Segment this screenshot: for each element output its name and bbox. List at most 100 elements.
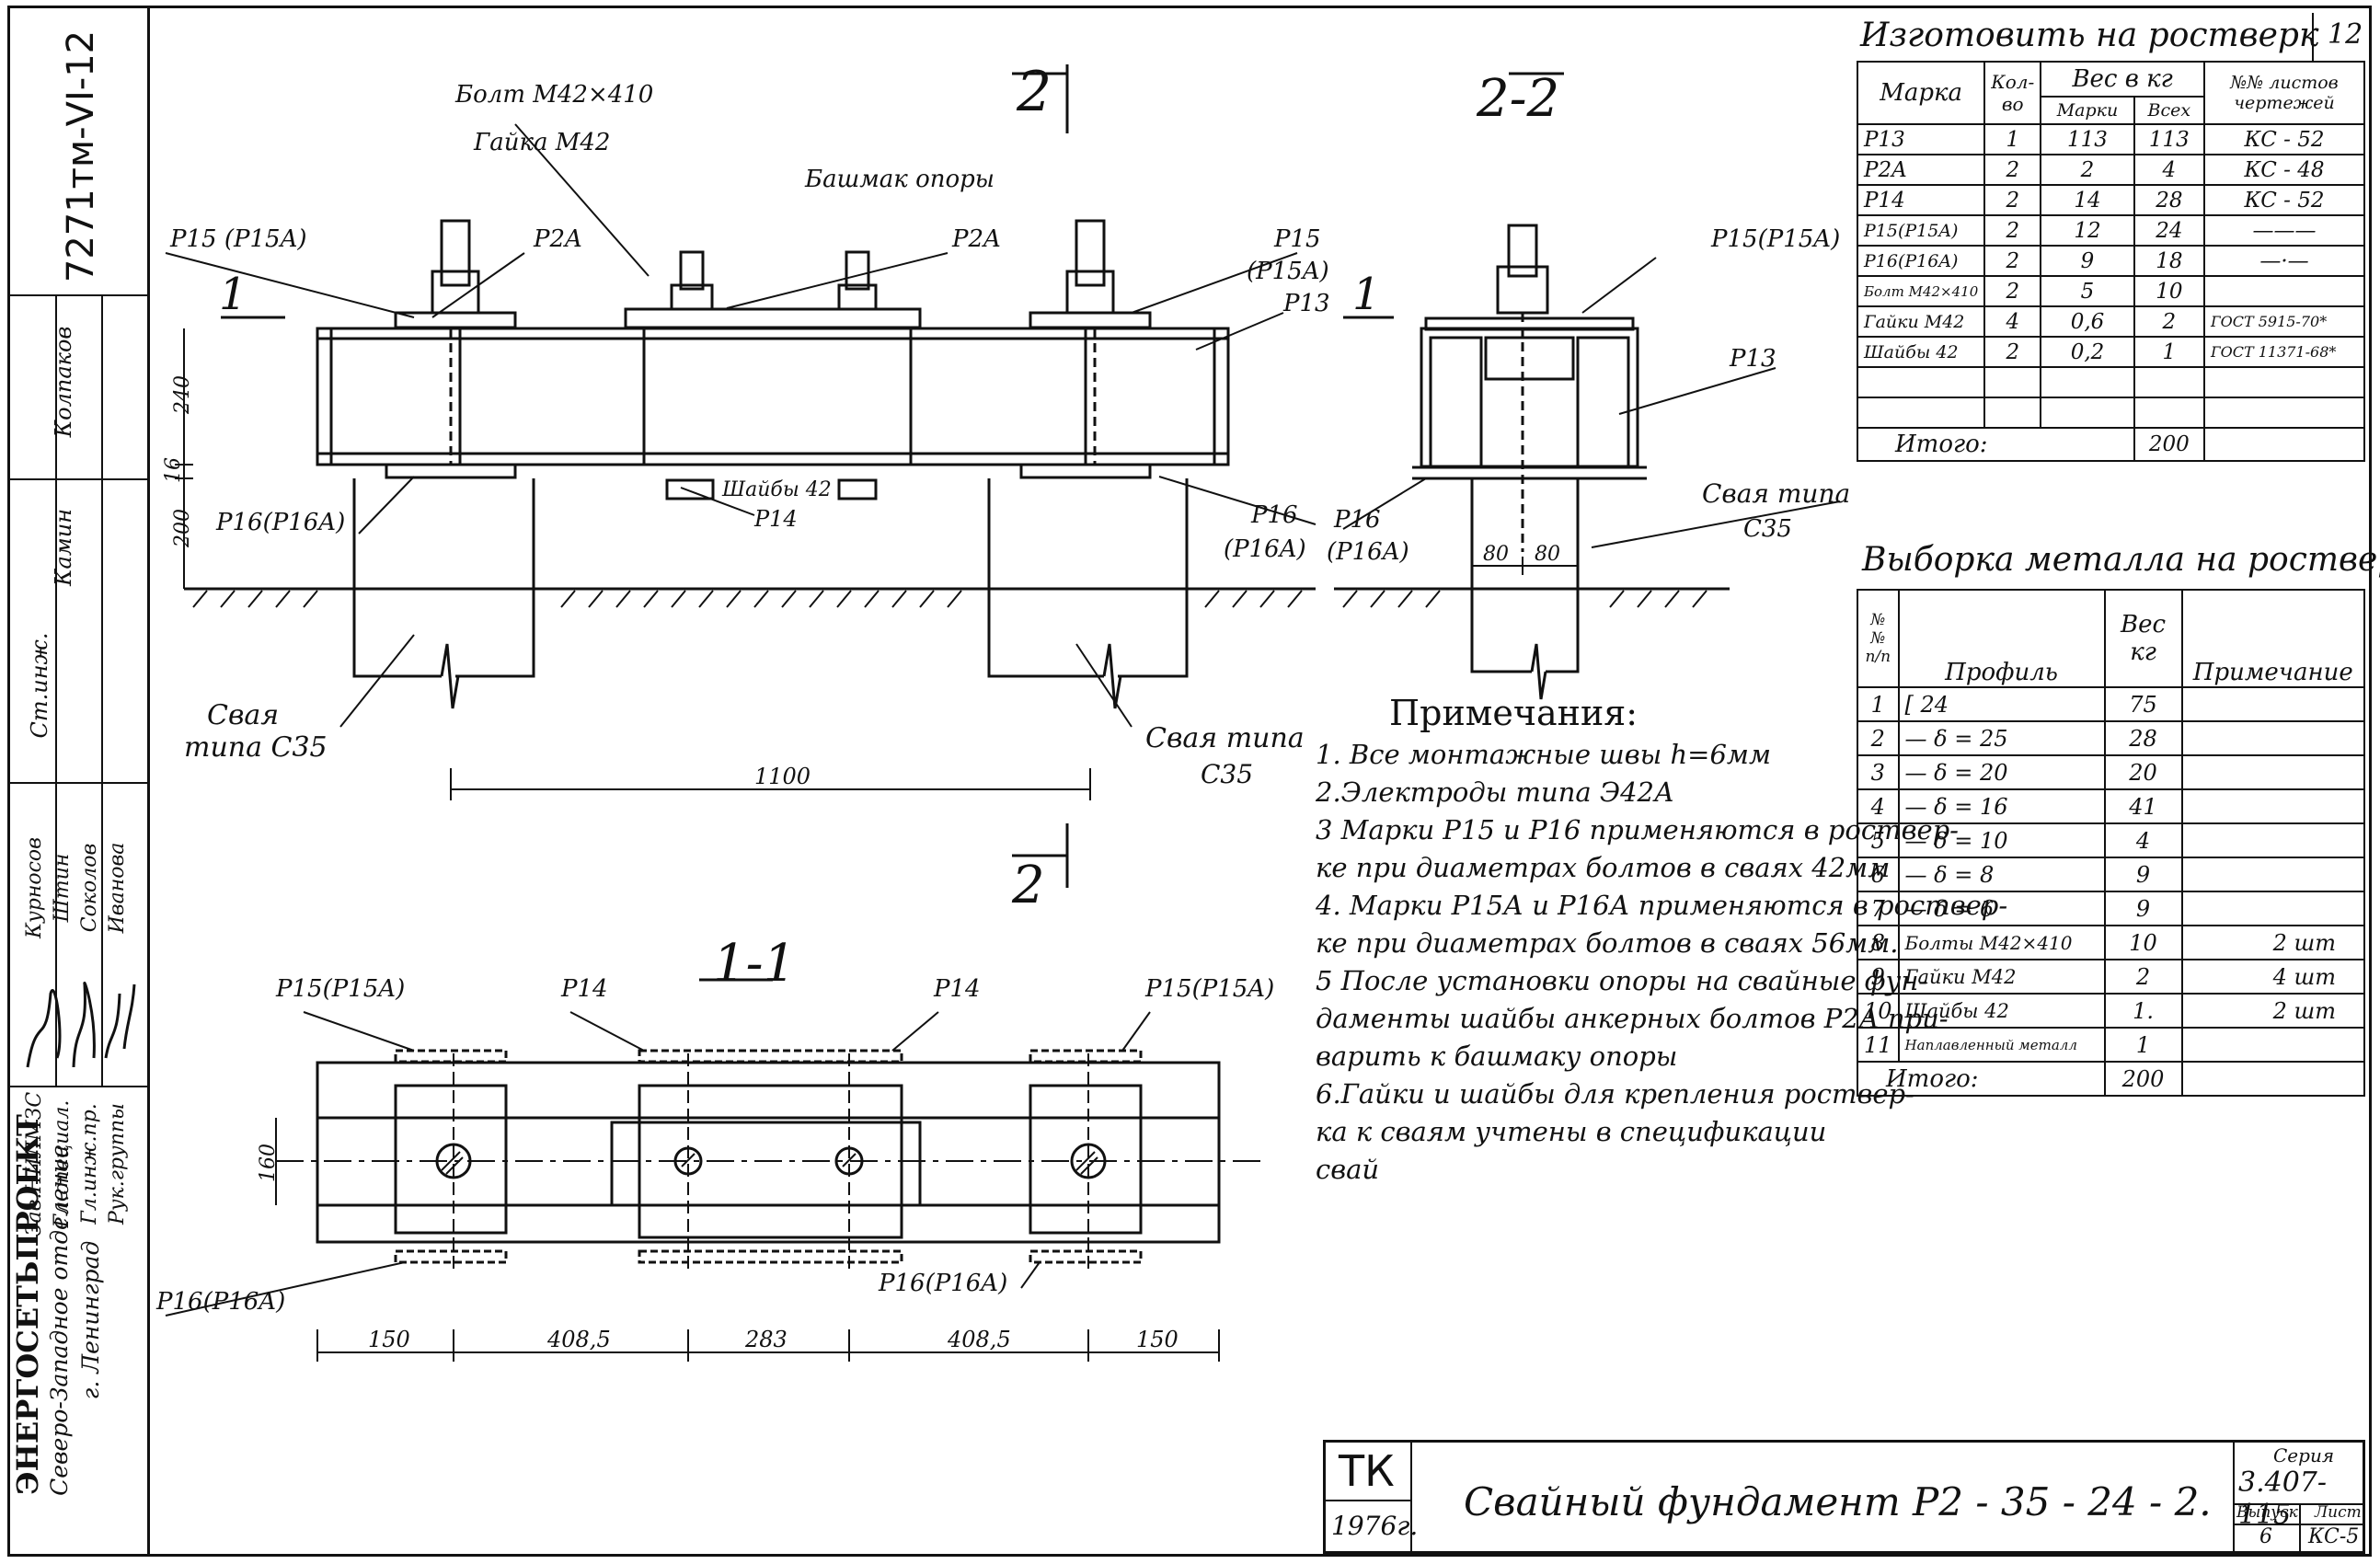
table1-total-row: Итого: 200 — [1857, 427, 2365, 462]
t2-h-note: Примечание — [2180, 589, 2366, 688]
label-11-p15-left: P15(P15A) — [276, 975, 406, 1003]
note-line: 3 Марки Р15 и Р16 применяются в роствер- — [1316, 814, 1959, 845]
note-line: ке при диаметрах болтов в сваях 56мм. — [1316, 927, 1899, 959]
section-2-lower-mark: 2 — [1012, 856, 1045, 915]
table1: Марка Кол-во Вес в кг №№ листов чертежей… — [1856, 61, 2365, 462]
label-shoe: Башмак опоры — [805, 166, 995, 193]
t1-h-mark: Марка — [1856, 61, 1986, 125]
label-p2a-left: P2A — [534, 225, 582, 253]
note-line: 5 После установки опоры на свайные фун- — [1316, 965, 1928, 996]
signatures-image — [26, 981, 136, 1068]
title-block: ТК 1976г. Свайный фундамент Р2 - 35 - 24… — [1323, 1440, 2365, 1554]
label-pile-left: Свая — [207, 699, 280, 731]
t2-h-num: №№ п/п — [1857, 589, 1900, 688]
label-pile-left-type: типа С35 — [184, 731, 328, 764]
note-line: даменты шайбы анкерных болтов Р2А при- — [1316, 1003, 1949, 1034]
section-1-mark-right: 1 — [1352, 269, 1381, 320]
section-2-2-title: 2-2 — [1477, 69, 1560, 129]
note-line: 1. Все монтажные швы h=6мм — [1316, 739, 1771, 770]
label-washer: Шайбы 42 — [722, 478, 832, 501]
dim-240: 240 — [171, 375, 194, 414]
section-1-1-title: 1-1 — [713, 934, 797, 994]
t1-h-weight: Вес в кг — [2040, 61, 2205, 98]
t1-h-sheets: №№ листов чертежей — [2203, 61, 2365, 125]
dim-11-4085b: 408,5 — [948, 1327, 1011, 1352]
t2-h-profile: Профиль — [1897, 589, 2106, 688]
dim-200: 200 — [171, 509, 194, 547]
label-p15a-right: (P15A) — [1247, 258, 1329, 285]
note-line: ке при диаметрах болтов в сваях 42мм — [1316, 852, 1891, 883]
issue-value: 6 — [2259, 1525, 2272, 1548]
label-22-p16: P16 — [1334, 506, 1381, 534]
sheet-value: КС-5 — [2308, 1525, 2360, 1548]
table2-total-row: Итого: 200 — [1857, 1061, 2366, 1097]
label-11-p15-right: P15(P15A) — [1145, 975, 1275, 1003]
label-11-p16-left: P16(P16A) — [156, 1288, 286, 1316]
dim-11-4085a: 408,5 — [547, 1327, 611, 1352]
label-p16a-right: (P16A) — [1224, 535, 1306, 563]
series-label: Серия — [2273, 1444, 2335, 1466]
label-22-p15: P15(P15A) — [1711, 225, 1841, 253]
label-22-pile-type: С35 — [1743, 515, 1792, 543]
dim-160: 160 — [257, 1144, 280, 1182]
label-pile-right: Свая типа — [1145, 722, 1305, 754]
note-line: 6.Гайки и шайбы для крепления роствер- — [1316, 1078, 1914, 1110]
label-22-p16a: (P16A) — [1327, 538, 1409, 566]
grillage-beam-front — [316, 327, 1230, 466]
drawing-frame — [7, 6, 2372, 1557]
dim-1100: 1100 — [754, 764, 811, 789]
label-22-pile: Свая типа — [1702, 478, 1851, 509]
sheet-label: Лист — [2315, 1503, 2362, 1522]
dim-11-150b: 150 — [1136, 1327, 1179, 1352]
year-label: 1976г. — [1331, 1511, 1419, 1541]
label-p13: P13 — [1283, 290, 1330, 317]
table1-title: Изготовить на ростверк — [1860, 17, 2319, 54]
tk-label: ТК — [1339, 1446, 1395, 1496]
notes-block: Примечания: 1. Все монтажные швы h=6мм 2… — [1316, 690, 2007, 1189]
label-p15-right: P15 — [1274, 225, 1321, 253]
table1-qty-corner: 12 — [2328, 18, 2363, 51]
dim-11-150a: 150 — [368, 1327, 410, 1352]
label-nut: Гайка М42 — [474, 129, 611, 156]
label-bolt: Болт М42×410 — [455, 81, 654, 109]
label-p16-right: P16 — [1251, 501, 1298, 529]
label-p15-left: P15 (P15A) — [170, 225, 307, 253]
t2-h-weight: Вес кг — [2103, 589, 2183, 688]
t1-h-wmark: Марки — [2040, 96, 2135, 125]
dim-11-283: 283 — [745, 1327, 788, 1352]
table2-title: Выборка металла на ростверк — [1862, 541, 2380, 579]
note-line: ка к сваям учтены в спецификации — [1316, 1116, 1827, 1147]
label-11-p14-right: P14 — [934, 975, 981, 1003]
drawing-name: Свайный фундамент Р2 - 35 - 24 - 2. — [1464, 1479, 2212, 1524]
note-line: варить к башмаку опоры — [1316, 1041, 1678, 1072]
label-p14: P14 — [754, 506, 798, 532]
section-2-title: 2 — [1017, 60, 1052, 124]
t1-h-qty: Кол-во — [1983, 61, 2042, 125]
section-1-mark-left: 1 — [219, 269, 247, 320]
label-p2a-right: P2A — [952, 225, 1001, 253]
dim-22-a: 80 — [1483, 543, 1509, 566]
label-11-p14-left: P14 — [561, 975, 608, 1003]
label-11-p16-right: P16(P16A) — [879, 1270, 1008, 1297]
label-p16-left: P16(P16A) — [216, 509, 346, 536]
